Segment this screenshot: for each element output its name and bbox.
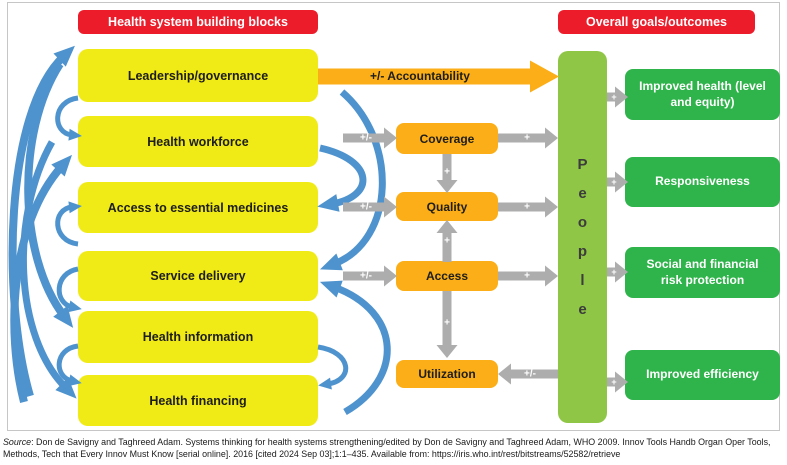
people-letter: o (577, 214, 588, 231)
gray-flow-arrows (343, 86, 628, 393)
block-health-information: Health information (78, 311, 318, 363)
goal-improved-health: Improved health (level and equity) (625, 69, 780, 120)
diagram-frame (7, 2, 780, 431)
accountability-arrow (318, 60, 559, 93)
header-building-blocks: Health system building blocks (78, 10, 318, 34)
intermediate-access: Access (396, 261, 498, 291)
intermediate-quality: Quality (396, 192, 498, 221)
people-letter: e (578, 185, 587, 202)
people-letter: p (577, 243, 588, 260)
source-line2: Methods, Tech that Every Innov Must Know… (3, 448, 621, 459)
source-citation: Source: Don de Savigny and Taghreed Adam… (3, 437, 786, 460)
block-leadership-governance: Leadership/governance (78, 49, 318, 102)
edge-label-plus: + (611, 92, 617, 102)
source-line1-text: : Don de Savigny and Taghreed Adam. Syst… (31, 437, 771, 447)
people-box: P e o p l e (558, 51, 607, 423)
goal-responsiveness: Responsiveness (625, 157, 780, 207)
block-access-medicines: Access to essential medicines (78, 182, 318, 233)
edge-label-plus-minus: +/- (524, 368, 536, 380)
edge-label-plus: + (524, 270, 530, 282)
people-letter: P (577, 156, 588, 173)
intermediate-coverage: Coverage (396, 123, 498, 154)
block-service-delivery: Service delivery (78, 251, 318, 301)
blue-feedback-arrows-left (8, 45, 82, 403)
people-letter: e (578, 301, 587, 318)
edge-label-plus-minus: +/- (360, 201, 372, 213)
edge-label-plus: + (524, 132, 530, 144)
blue-feedback-arrows-right (317, 89, 391, 416)
source-prefix: Source (3, 437, 32, 447)
goal-risk-protection: Social and financial risk protection (625, 247, 780, 298)
intermediate-utilization: Utilization (396, 360, 498, 388)
edge-label-plus: + (444, 166, 450, 178)
label-accountability: +/- Accountability (370, 69, 470, 83)
block-health-workforce: Health workforce (78, 116, 318, 167)
edge-label-plus: + (611, 267, 617, 277)
edge-label-plus-minus: +/- (360, 270, 372, 282)
edge-label-plus: + (444, 235, 450, 247)
edge-label-plus: + (444, 317, 450, 329)
edge-label-plus: + (611, 177, 617, 187)
block-health-financing: Health financing (78, 375, 318, 426)
people-letter: l (580, 272, 585, 289)
header-overall-goals: Overall goals/outcomes (558, 10, 755, 34)
edge-label-plus: + (524, 201, 530, 213)
edge-label-plus: + (611, 377, 617, 387)
edge-label-plus-minus: +/- (360, 132, 372, 144)
source-line1: Source: Don de Savigny and Taghreed Adam… (3, 437, 786, 449)
goal-improved-efficiency: Improved efficiency (625, 350, 780, 400)
